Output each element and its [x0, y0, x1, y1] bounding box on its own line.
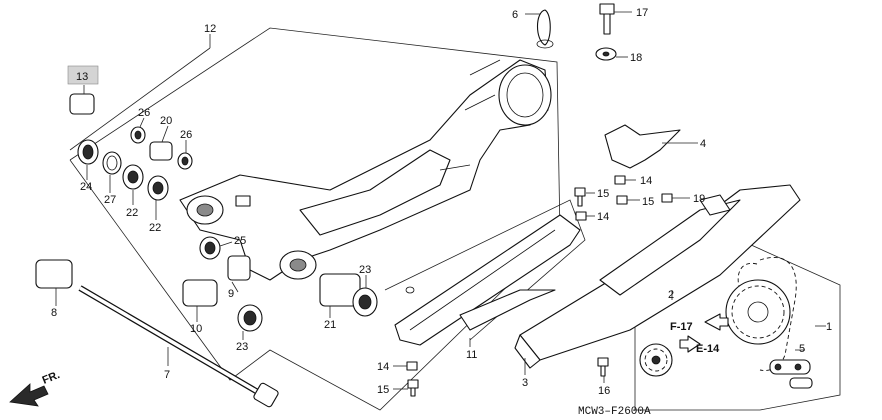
callout-7: 7: [164, 369, 170, 381]
left-bearings: [69, 93, 221, 260]
callout-22b: 22: [149, 222, 161, 234]
rear-sprocket: [725, 279, 791, 345]
callout-15a: 15: [597, 188, 609, 200]
chain-slider-11: [394, 214, 581, 346]
callout-labels: 12 13 26 20 26 24 27 22 22 25 9 10 23 21…: [51, 7, 832, 397]
callout-19: 19: [693, 193, 705, 205]
collar-13: [69, 93, 95, 115]
callout-20: 20: [160, 115, 172, 127]
callout-11: 11: [466, 349, 477, 361]
collar-8: [35, 259, 73, 289]
callout-26a: 26: [138, 107, 150, 119]
bushing-10: [182, 279, 218, 307]
clip-6: [536, 9, 554, 49]
callout-25: 25: [234, 235, 246, 247]
bracket-4: [604, 124, 681, 169]
callout-13-box: [67, 65, 99, 85]
small-bolts: [406, 175, 673, 397]
leader-lines: [55, 11, 826, 390]
ref-f17-label: F-17: [670, 321, 693, 333]
callout-9: 9: [228, 288, 234, 300]
diagram-code: MCW3–F2600A: [578, 406, 651, 418]
callout-14a: 14: [640, 175, 652, 187]
callout-24: 24: [80, 181, 92, 193]
callout-21: 21: [324, 319, 336, 331]
callout-5: 5: [799, 343, 805, 355]
ref-f17-arrow: [704, 313, 729, 331]
pivot-bolt-7: [78, 285, 279, 408]
callout-4: 4: [700, 138, 706, 150]
lower-bearings: [182, 255, 378, 332]
callout-23b: 23: [359, 264, 371, 276]
callout-14b: 14: [597, 211, 609, 223]
callout-22a: 22: [126, 207, 138, 219]
callout-10: 10: [190, 323, 202, 335]
callout-12: 12: [204, 23, 216, 35]
collar-9: [227, 255, 251, 281]
swingarm: [179, 59, 552, 281]
callout-13: 13: [76, 71, 88, 83]
front-direction-label: FR.: [41, 369, 62, 387]
callout-17: 17: [636, 7, 648, 19]
callout-23a: 23: [236, 341, 248, 353]
callout-3: 3: [522, 377, 528, 389]
drive-sprocket: [639, 343, 673, 377]
callout-1: 1: [826, 321, 832, 333]
callout-27: 27: [104, 194, 116, 206]
front-direction-arrow: [9, 383, 49, 407]
callout-15c: 15: [377, 384, 389, 396]
callout-8: 8: [51, 307, 57, 319]
callout-26b: 26: [180, 129, 192, 141]
callout-16: 16: [598, 385, 610, 397]
bolt-17: [599, 3, 615, 35]
callout-6: 6: [512, 9, 518, 21]
ref-e14-arrow: [679, 335, 701, 353]
ref-e14-label: E-14: [696, 343, 720, 355]
callout-14c: 14: [377, 361, 389, 373]
snap-ring-27: [102, 151, 122, 175]
callout-15b: 15: [642, 196, 654, 208]
callout-18: 18: [630, 52, 642, 64]
callout-2: 2: [668, 289, 674, 301]
collar-20: [149, 141, 173, 161]
chain-link-5: [769, 359, 813, 389]
chain-case: [514, 184, 801, 369]
